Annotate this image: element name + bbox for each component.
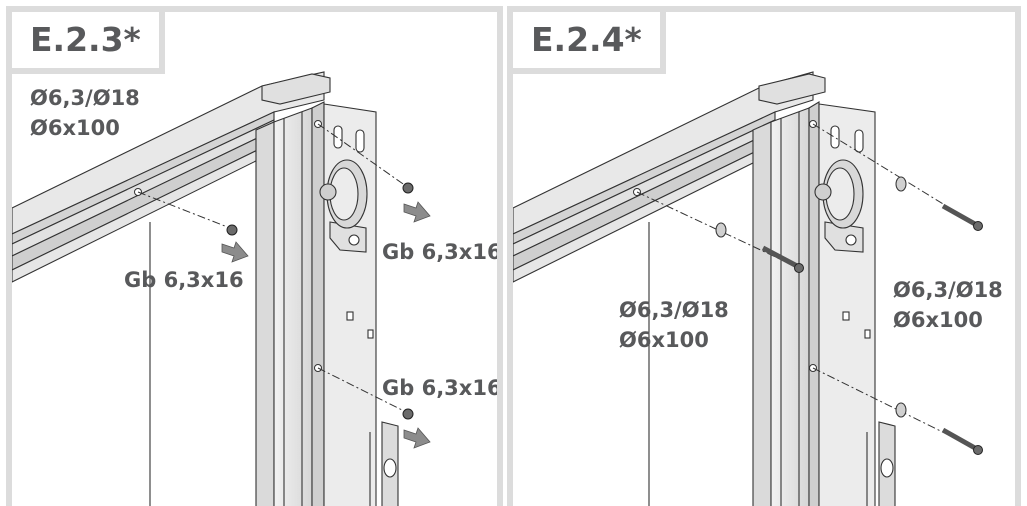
cable-drum <box>814 159 864 229</box>
washers <box>715 176 907 418</box>
frame-bolt-assembly-drawing <box>513 71 983 506</box>
bolt-spec-label: Ø6x100 <box>30 116 120 140</box>
alignment-lines <box>137 123 407 413</box>
step-number-e24: E.2.4* <box>513 12 666 74</box>
cable-drum <box>319 159 368 229</box>
screw-callout-rail: Gb 6,3x16 <box>124 268 244 292</box>
washer-spec-right: Ø6,3/Ø18 <box>893 278 1003 302</box>
top-rail <box>513 71 814 283</box>
corner-cap <box>261 73 331 105</box>
screw-callout-bottom: Gb 6,3x16 <box>382 376 502 400</box>
vertical-post <box>752 101 820 506</box>
corner-cap <box>758 73 826 105</box>
bolt-spec-right: Ø6x100 <box>893 308 983 332</box>
guide-profile <box>866 421 896 506</box>
direction-arrows <box>221 201 431 449</box>
screws <box>226 182 414 420</box>
vertical-post <box>255 101 325 506</box>
screw-callout-top: Gb 6,3x16 <box>382 240 502 264</box>
step-panel-e23: E.2.3* <box>6 6 503 506</box>
bolts <box>761 203 983 455</box>
washer-spec-label: Ø6,3/Ø18 <box>30 86 140 110</box>
washer-spec-left: Ø6,3/Ø18 <box>619 298 729 322</box>
top-rail <box>12 71 325 283</box>
bolt-spec-left: Ø6x100 <box>619 328 709 352</box>
guide-profile <box>369 421 399 506</box>
step-panel-e24: E.2.4* <box>507 6 1021 506</box>
step-number-e23: E.2.3* <box>12 12 165 74</box>
frame-assembly-drawing <box>12 71 431 506</box>
